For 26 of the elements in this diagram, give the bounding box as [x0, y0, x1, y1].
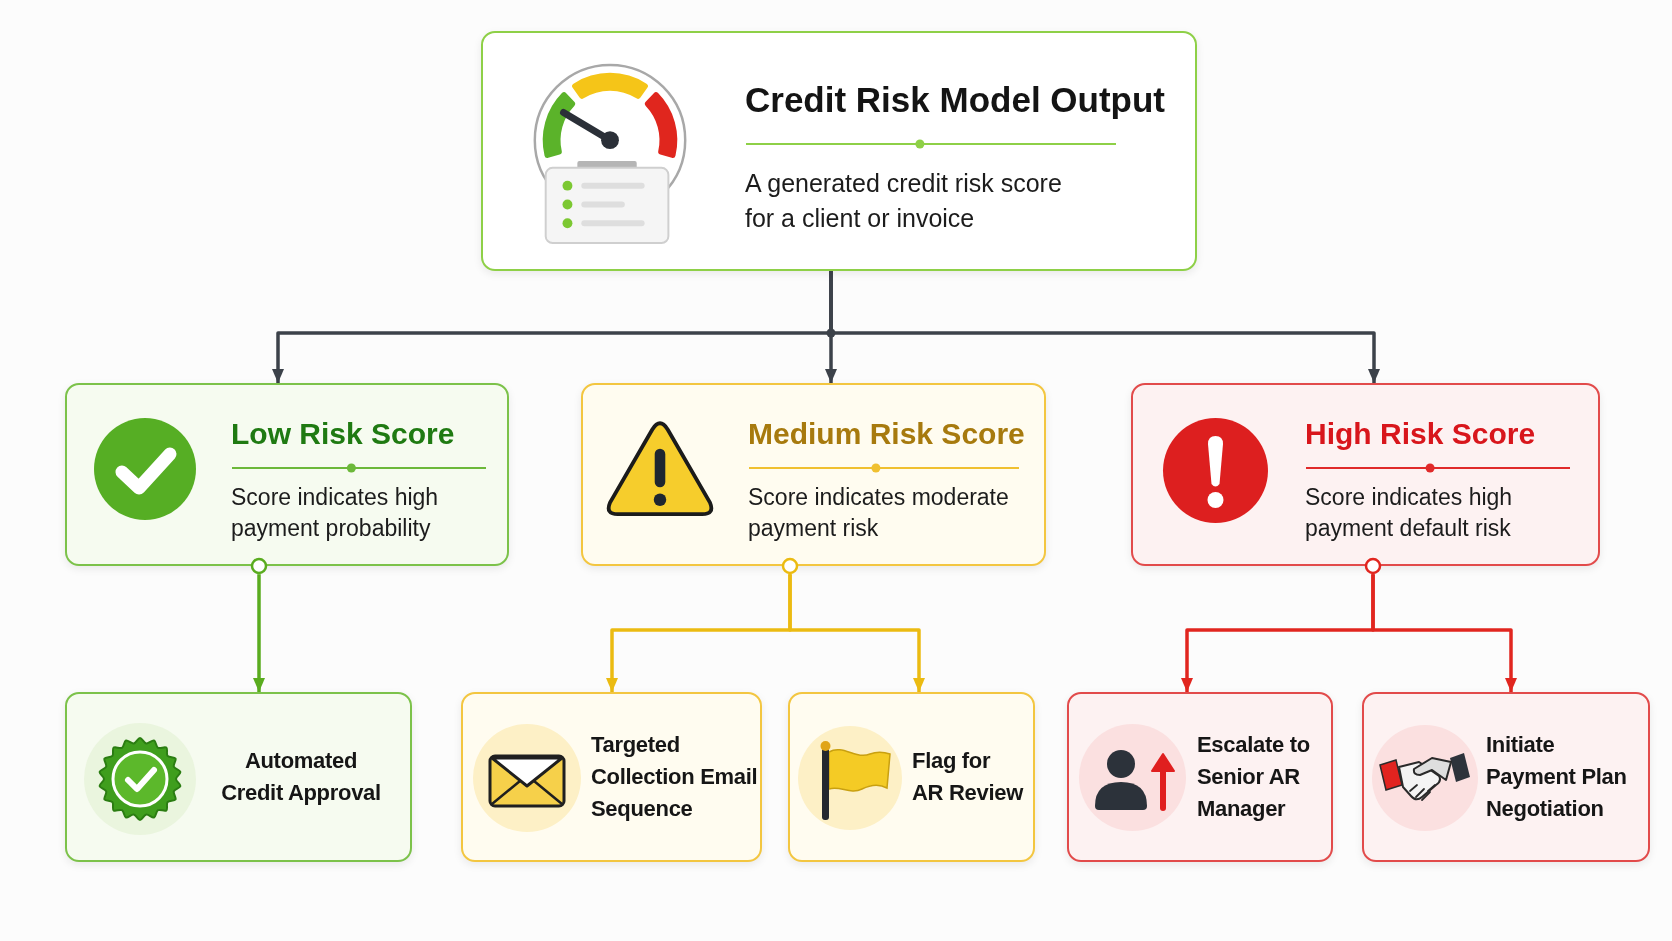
risk-category-card: [65, 383, 509, 566]
card-description: A generated credit risk score for a client or invoice: [745, 168, 1063, 234]
action-card: [1067, 692, 1333, 862]
action-label: Automated Credit Approval: [220, 747, 382, 807]
action-label: Initiate Payment Plan Negotiation: [1486, 731, 1628, 823]
action-label: Targeted Collection Email Sequence: [591, 731, 759, 823]
card-title: Medium Risk Score: [748, 416, 1025, 452]
card-title: Low Risk Score: [231, 416, 455, 452]
action-card: [788, 692, 1035, 862]
card-title: Credit Risk Model Output: [745, 79, 1165, 121]
action-card: [1362, 692, 1650, 862]
card-title: High Risk Score: [1305, 416, 1536, 452]
action-card: [65, 692, 412, 862]
connector-arrow: [253, 574, 265, 692]
connector-arrow: [788, 574, 925, 692]
connector-arrow: [829, 271, 1380, 383]
action-card: [461, 692, 762, 862]
risk-category-card: [1131, 383, 1600, 566]
output-card: [481, 31, 1197, 271]
card-description: Score indicates moderate payment risk: [748, 483, 1010, 543]
card-description: Score indicates high payment default risk: [1305, 483, 1514, 543]
action-label: Flag for AR Review: [912, 747, 1025, 807]
risk-category-card: [581, 383, 1046, 566]
card-description: Score indicates high payment probability: [231, 483, 440, 543]
connector-arrow: [1371, 574, 1517, 692]
action-label: Escalate to Senior AR Manager: [1197, 731, 1311, 823]
